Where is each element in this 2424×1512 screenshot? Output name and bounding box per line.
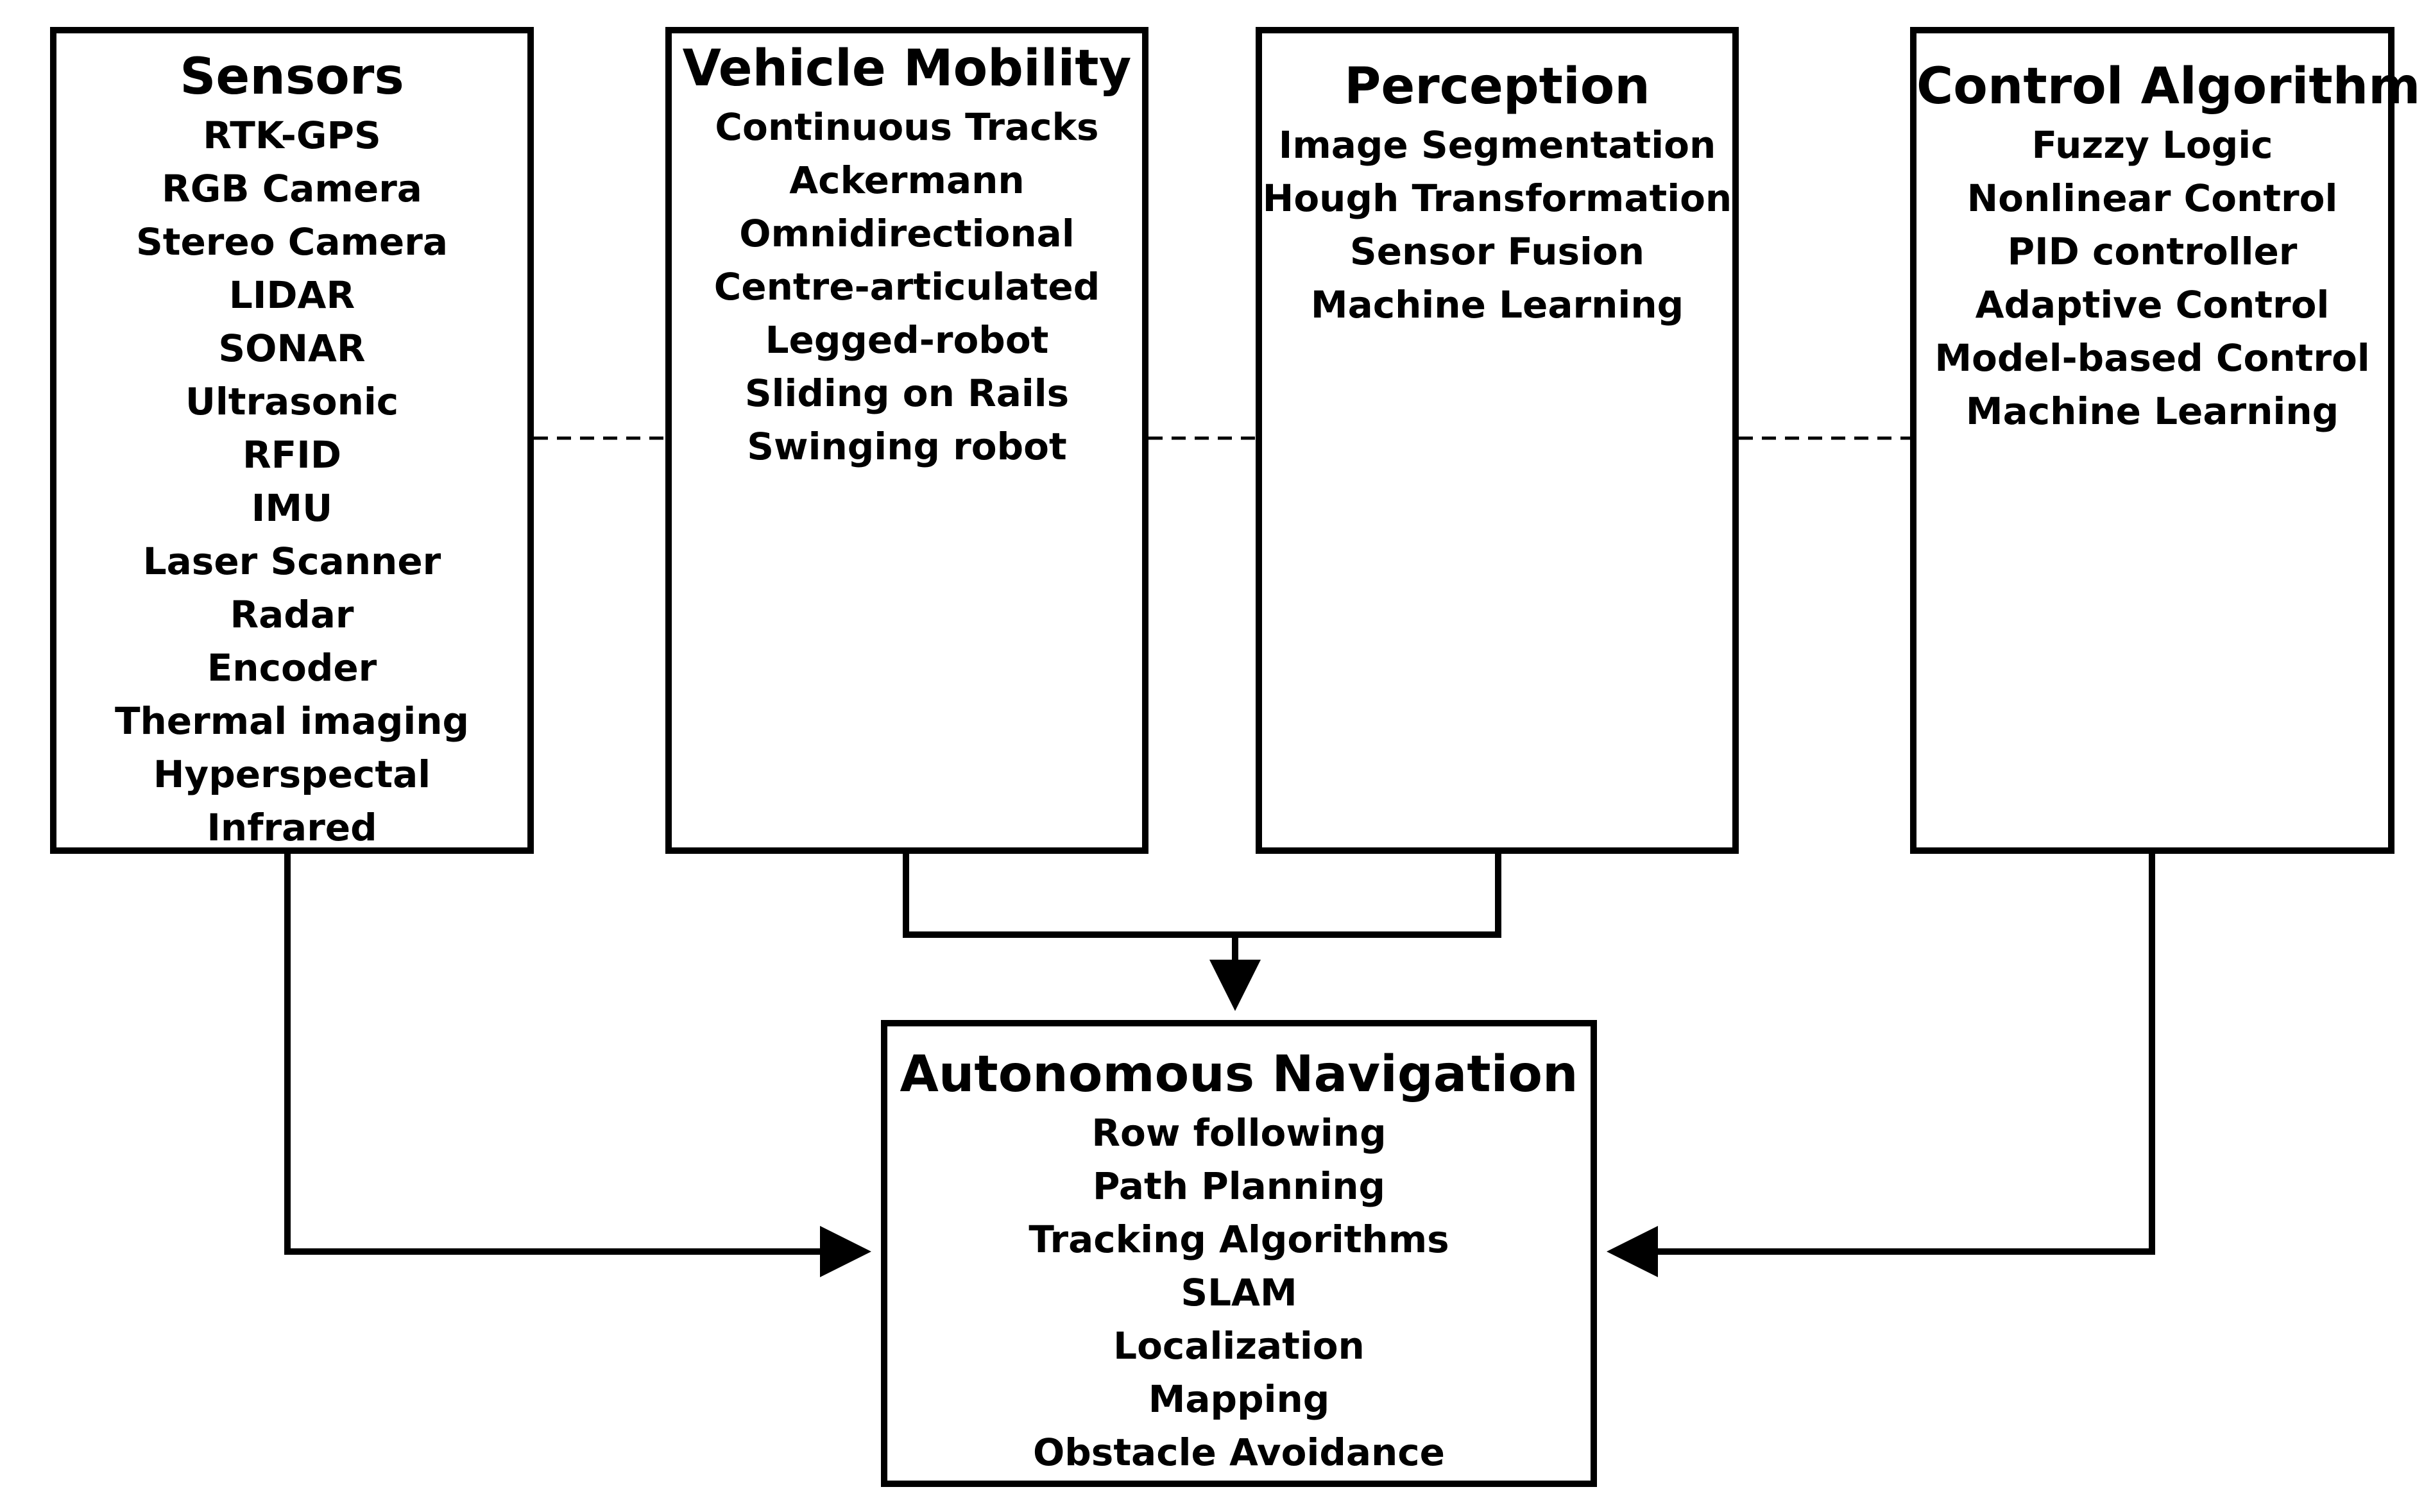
list-item: Sensor Fusion [1349, 230, 1645, 273]
sensors-title: Sensors [180, 48, 404, 106]
list-item: Ackermann [789, 158, 1025, 202]
arrow-sensors-to-navigation [284, 854, 871, 1277]
list-item: Path Planning [1092, 1164, 1386, 1208]
list-item: Nonlinear Control [1967, 176, 2338, 220]
list-item: Ultrasonic [185, 380, 399, 423]
list-item: Omnidirectional [739, 212, 1075, 255]
list-item: Sliding on Rails [744, 371, 1070, 415]
autonomous-navigation-title: Autonomous Navigation [900, 1046, 1578, 1103]
list-item: Continuous Tracks [715, 105, 1099, 149]
list-item: PID controller [2007, 230, 2298, 273]
list-item: Stereo Camera [135, 220, 448, 264]
list-item: Hyperspectal [153, 752, 431, 796]
list-item: Legged-robot [765, 318, 1049, 362]
list-item: SLAM [1181, 1271, 1297, 1314]
list-item: Mapping [1148, 1377, 1330, 1421]
list-item: Machine Learning [1965, 389, 2339, 433]
list-item: RFID [242, 433, 341, 477]
list-item: Image Segmentation [1278, 123, 1716, 167]
list-item: Encoder [207, 646, 377, 690]
perception-title: Perception [1344, 58, 1650, 115]
list-item: Radar [230, 593, 354, 636]
vehicle-mobility-title: Vehicle Mobility [682, 40, 1132, 98]
arrow-control-to-navigation [1607, 854, 2155, 1277]
list-item: RGB Camera [162, 167, 422, 210]
list-item: Thermal imaging [114, 699, 470, 743]
list-item: Centre-articulated [713, 265, 1100, 309]
list-item: LIDAR [228, 273, 355, 317]
list-item: Infrared [207, 806, 377, 849]
list-item: Machine Learning [1310, 283, 1684, 327]
list-item: Model-based Control [1934, 336, 2370, 380]
list-item: Fuzzy Logic [2031, 123, 2273, 167]
list-item: SONAR [218, 327, 366, 370]
list-item: Row following [1091, 1111, 1387, 1155]
bracket-mobility-perception [903, 854, 1501, 938]
list-item: Localization [1113, 1324, 1365, 1368]
list-item: Laser Scanner [142, 539, 441, 583]
list-item: Obstacle Avoidance [1032, 1431, 1446, 1474]
list-item: Swinging robot [747, 425, 1067, 468]
list-item: Adaptive Control [1975, 283, 2330, 327]
list-item: Hough Transformation [1262, 176, 1732, 220]
list-item: Tracking Algorithms [1028, 1218, 1449, 1261]
control-algorithm-title: Control Algorithm [1916, 58, 2421, 115]
list-item: IMU [251, 486, 333, 530]
list-item: RTK-GPS [203, 114, 381, 157]
